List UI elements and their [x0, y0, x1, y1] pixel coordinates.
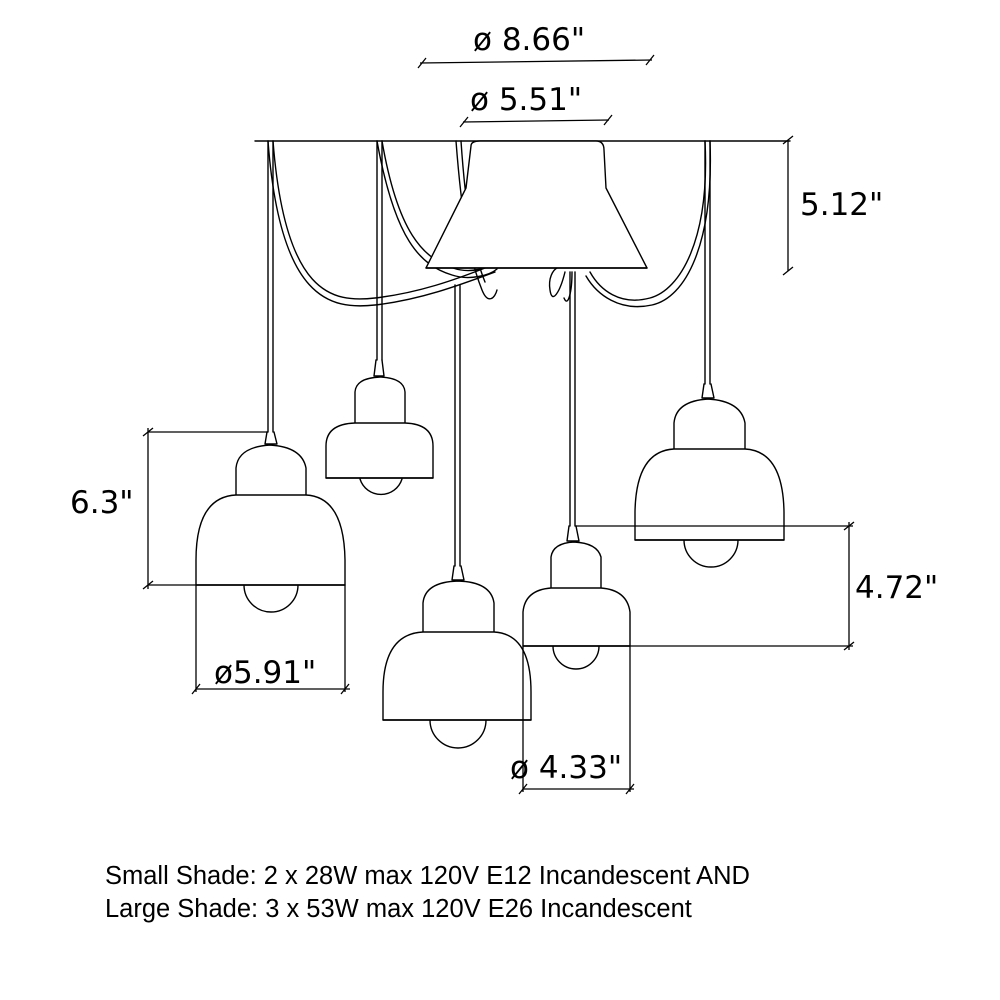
small-shade-upper — [325, 359, 434, 496]
dim-large-shade-diameter: ø5.91" — [191, 585, 350, 695]
label-small-shade-diameter: ø 4.33" — [510, 750, 622, 786]
spec-line-large-shade: Large Shade: 3 x 53W max 120V E26 Incand… — [105, 895, 692, 923]
label-small-shade-height: 4.72" — [855, 570, 938, 606]
label-large-shade-diameter: ø5.91" — [214, 655, 316, 691]
large-shade-center — [382, 565, 532, 749]
large-shade-right — [634, 383, 785, 568]
label-canopy-outer-diameter: ø 8.66" — [473, 22, 585, 58]
dim-large-shade-height: 6.3" — [70, 427, 268, 590]
label-large-shade-height: 6.3" — [70, 485, 134, 521]
label-canopy-inner-diameter: ø 5.51" — [470, 82, 582, 118]
small-shade-lower — [522, 525, 631, 670]
dim-canopy-inner: ø 5.51" — [459, 82, 613, 128]
dim-canopy-height: 5.12" — [782, 135, 883, 276]
dim-small-shade-diameter: ø 4.33" — [510, 646, 635, 795]
canopy — [425, 140, 648, 269]
label-canopy-height: 5.12" — [800, 187, 883, 223]
dim-canopy-outer: ø 8.66" — [417, 22, 655, 69]
large-shade-left — [195, 431, 346, 613]
dim-small-shade-height: 4.72" — [575, 521, 938, 651]
spec-text: Small Shade: 2 x 28W max 120V E12 Incand… — [105, 860, 965, 926]
drop-cords — [267, 140, 711, 567]
spec-line-small-shade: Small Shade: 2 x 28W max 120V E12 Incand… — [105, 862, 750, 890]
